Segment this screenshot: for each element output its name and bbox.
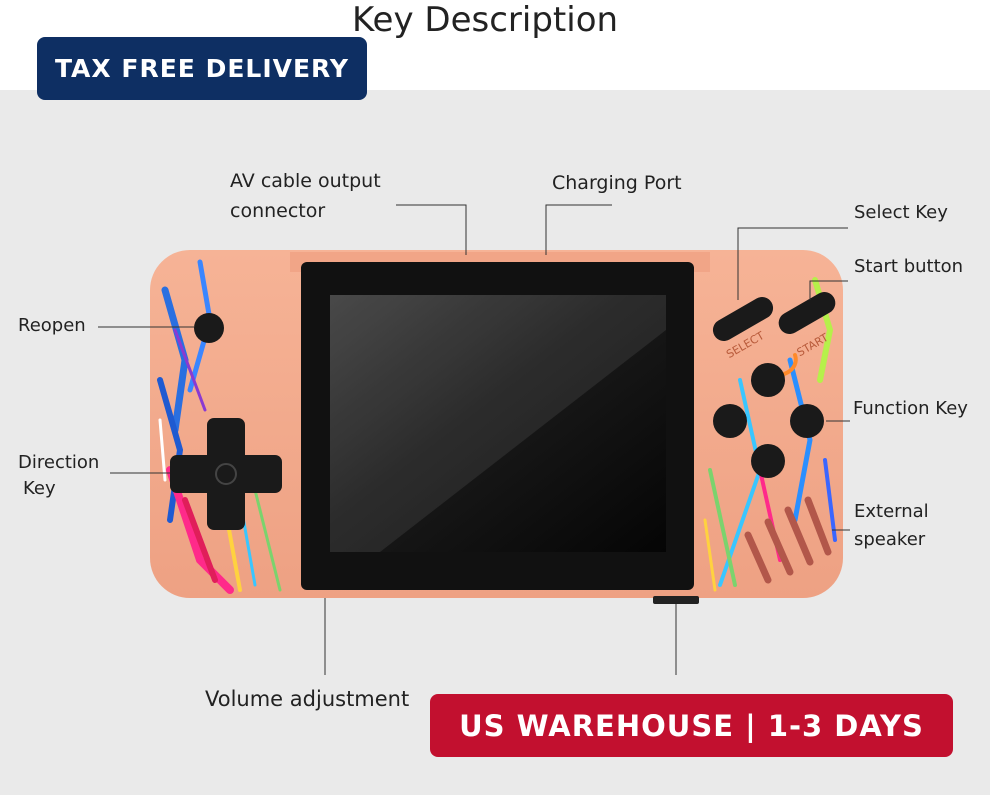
label-av-cable-line2: connector bbox=[230, 200, 326, 222]
label-external-speaker-line1: External bbox=[854, 501, 929, 522]
label-av-cable-line1: AV cable output bbox=[230, 170, 381, 192]
tax-free-delivery-badge: TAX FREE DELIVERY bbox=[37, 37, 367, 100]
direction-pad[interactable] bbox=[170, 418, 282, 530]
select-button[interactable] bbox=[709, 293, 777, 345]
label-start-button: Start button bbox=[854, 256, 964, 277]
label-external-speaker-line2: speaker bbox=[854, 529, 926, 550]
label-direction-key-line1: Direction bbox=[18, 452, 100, 473]
start-button[interactable] bbox=[775, 288, 840, 338]
label-direction-key-line2: Key bbox=[23, 478, 56, 499]
label-function-key: Function Key bbox=[853, 398, 968, 419]
function-buttons[interactable] bbox=[713, 363, 824, 478]
screen bbox=[301, 262, 694, 590]
speaker-grille bbox=[744, 496, 832, 584]
reopen-button[interactable] bbox=[194, 313, 224, 343]
page-title: Key Description bbox=[351, 0, 619, 40]
label-volume-adjustment: Volume adjustment bbox=[205, 687, 410, 711]
bottom-switch[interactable] bbox=[653, 596, 699, 604]
label-select-key: Select Key bbox=[854, 202, 948, 223]
label-charging-port: Charging Port bbox=[552, 172, 682, 194]
leader-lines bbox=[98, 204, 850, 675]
label-reopen: Reopen bbox=[18, 315, 86, 336]
us-warehouse-badge: US WAREHOUSE | 1-3 DAYS bbox=[430, 694, 953, 757]
